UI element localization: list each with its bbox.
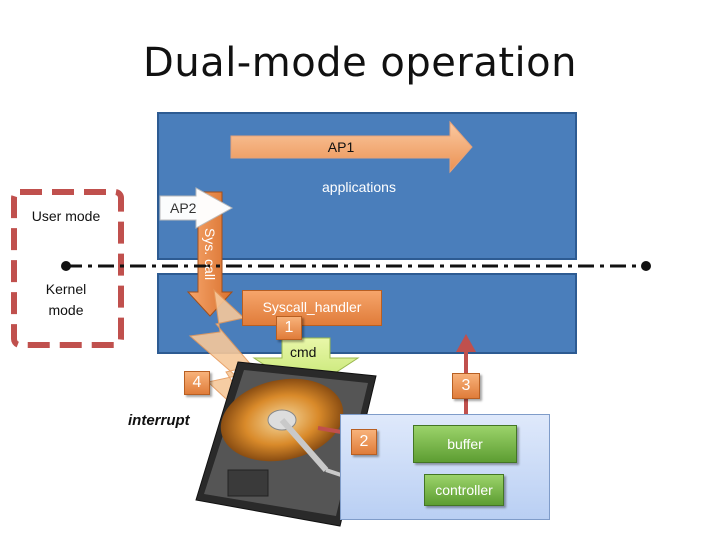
syscall-label: Sys. call (202, 227, 218, 281)
kernel-mode-label: Kernel mode (45, 281, 87, 318)
controller-box: controller (424, 474, 504, 506)
ap2-label: AP2 (170, 200, 197, 216)
user-mode-label: User mode (31, 208, 101, 224)
step-1-tag: 1 (276, 316, 302, 340)
ap1-arrow (230, 120, 473, 174)
user-space-panel (157, 112, 577, 260)
applications-label: applications (322, 179, 396, 195)
syscall-handler-box: Syscall_handler (242, 290, 382, 326)
step-4-tag: 4 (184, 371, 210, 395)
ap1-label: AP1 (327, 139, 355, 155)
step-2-tag: 2 (351, 429, 377, 455)
interrupt-label: interrupt (128, 412, 190, 429)
arrow-3-head (456, 334, 476, 352)
page-title: Dual-mode operation (143, 40, 577, 86)
cmd-label: cmd (290, 344, 317, 360)
step-3-tag: 3 (452, 373, 480, 399)
hard-disk-icon (195, 361, 377, 527)
buffer-box: buffer (413, 425, 517, 463)
ap2-arrow (159, 187, 234, 229)
